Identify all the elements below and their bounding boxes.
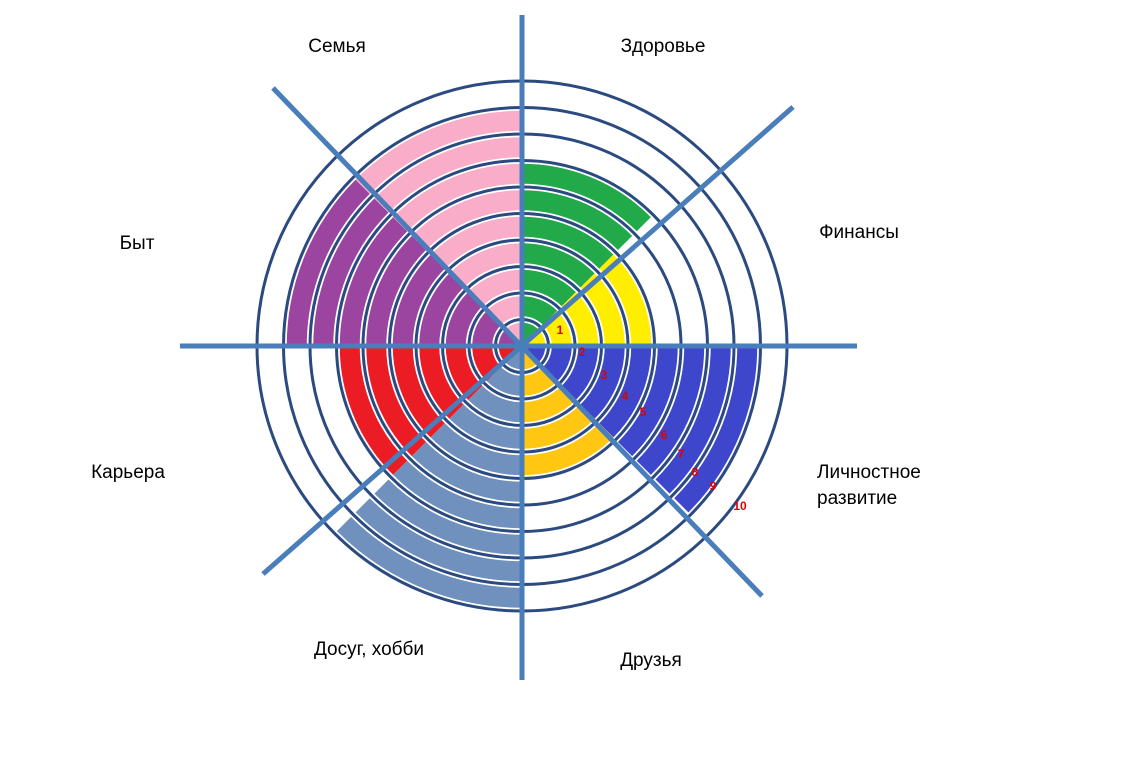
sector-label-finance: Финансы [819, 222, 899, 243]
ring-number-5: 5 [640, 405, 647, 419]
ring-number-6: 6 [661, 428, 668, 442]
sector-label-friends: Друзья [620, 650, 682, 671]
sector-fill-1 [522, 160, 654, 346]
ring-number-9: 9 [710, 479, 717, 493]
sector-fill-6 [336, 346, 522, 478]
sector-dividers [180, 15, 857, 680]
sector-label-household: Быт [120, 233, 155, 254]
ring-number-7: 7 [678, 447, 685, 461]
sector-labels: Здоровье Финансы Личностное развитие Дру… [91, 36, 926, 671]
ring-number-4: 4 [622, 389, 629, 403]
ring-number-2: 2 [579, 345, 586, 359]
spoke-3 [271, 86, 764, 598]
ring-number-8: 8 [692, 465, 699, 479]
sector-label-career: Карьера [91, 462, 165, 483]
sector-label-personal-growth: Личностное развитие [817, 462, 926, 509]
sector-label-health: Здоровье [621, 36, 706, 57]
sector-label-family: Семья [308, 36, 366, 57]
spoke-4 [261, 105, 795, 576]
sector-label-personal-growth-line-1: Личностное [817, 462, 921, 483]
ring-number-10: 10 [733, 499, 747, 513]
sector-label-leisure: Досуг, хобби [314, 639, 424, 660]
ring-number-3: 3 [601, 368, 608, 382]
sector-label-personal-growth-line-2: развитие [817, 488, 897, 509]
ring-number-1: 1 [557, 323, 564, 337]
